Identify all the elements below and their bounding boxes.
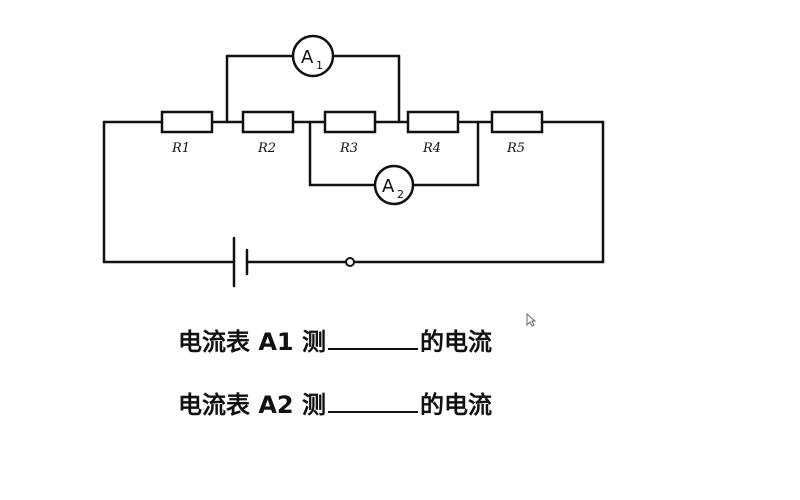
question-1: 电流表 A1 测 的电流 — [178, 326, 492, 357]
resistor-r2-label: R2 — [257, 141, 276, 156]
question-1-blank[interactable] — [327, 326, 418, 350]
resistor-r3: R3 — [323, 110, 377, 156]
question-2-prefix: 电流表 A2 测 — [178, 391, 326, 419]
question-1-suffix: 的电流 — [419, 328, 492, 356]
ammeter-a1-letter: A — [301, 47, 314, 68]
ammeter-a2-letter: A — [382, 176, 395, 197]
question-2-suffix: 的电流 — [419, 391, 492, 419]
resistor-r2: R2 — [241, 110, 295, 156]
a2-branch-wires — [308, 120, 480, 187]
resistor-r5-label: R5 — [506, 141, 525, 156]
question-2-blank[interactable] — [327, 389, 418, 413]
resistor-r1: R1 — [160, 110, 214, 156]
resistor-r5: R5 — [490, 110, 544, 156]
main-wires — [102, 120, 605, 264]
a1-branch-wires — [225, 54, 401, 124]
ammeter-a2: A 2 — [373, 164, 415, 206]
mouse-cursor-icon — [526, 313, 536, 327]
terminal-node — [345, 257, 355, 267]
battery-icon — [232, 236, 249, 288]
question-2: 电流表 A2 测 的电流 — [178, 389, 492, 420]
resistor-r3-label: R3 — [339, 141, 358, 156]
resistor-r4-label: R4 — [422, 141, 441, 156]
question-1-prefix: 电流表 A1 测 — [178, 328, 326, 356]
resistor-r4: R4 — [406, 110, 460, 156]
ammeter-a1: A 1 — [291, 34, 335, 78]
ammeter-a1-sub: 1 — [316, 59, 323, 72]
ammeter-a2-sub: 2 — [397, 188, 404, 201]
resistor-r1-label: R1 — [171, 141, 190, 156]
